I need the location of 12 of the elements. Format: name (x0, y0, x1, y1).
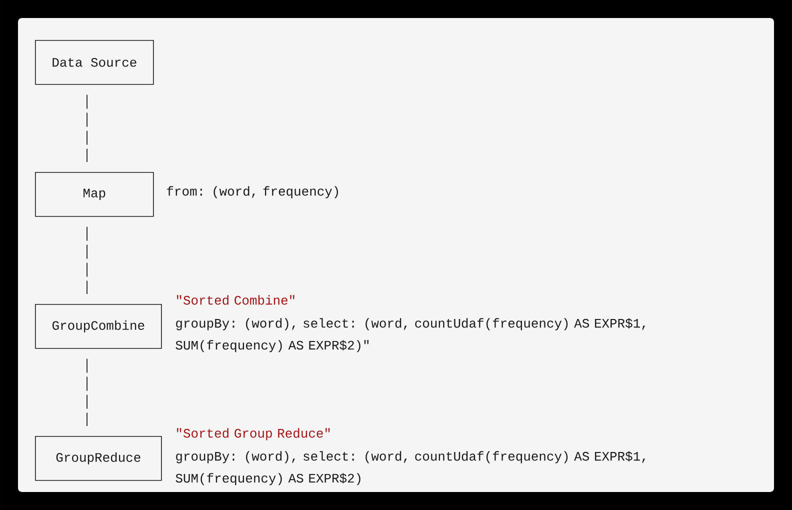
process-box: Data Source (35, 40, 154, 85)
connector-line (86, 94, 88, 162)
annotation-text: groupBy: (word), select: (word, countUdaf(frequency) AS EXPR$1, SUM(frequency) AS EXPR$2) (176, 451, 645, 486)
annotation-text: groupBy: (word), select: (word, countUdaf(frequency) AS EXPR$1, SUM(frequency) AS EXPR$2)" (176, 318, 645, 352)
process-box: Map (35, 172, 154, 217)
annotation-text: "Sorted Combine" (176, 295, 294, 305)
annotation-text: "Sorted Group Reduce" (176, 428, 330, 440)
annotation-text: from: (word, frequency) (167, 186, 338, 198)
process-box: GroupCombine (35, 304, 162, 349)
process-box: GroupReduce (35, 436, 162, 481)
connector-line (86, 358, 88, 426)
connector-line (86, 226, 88, 294)
